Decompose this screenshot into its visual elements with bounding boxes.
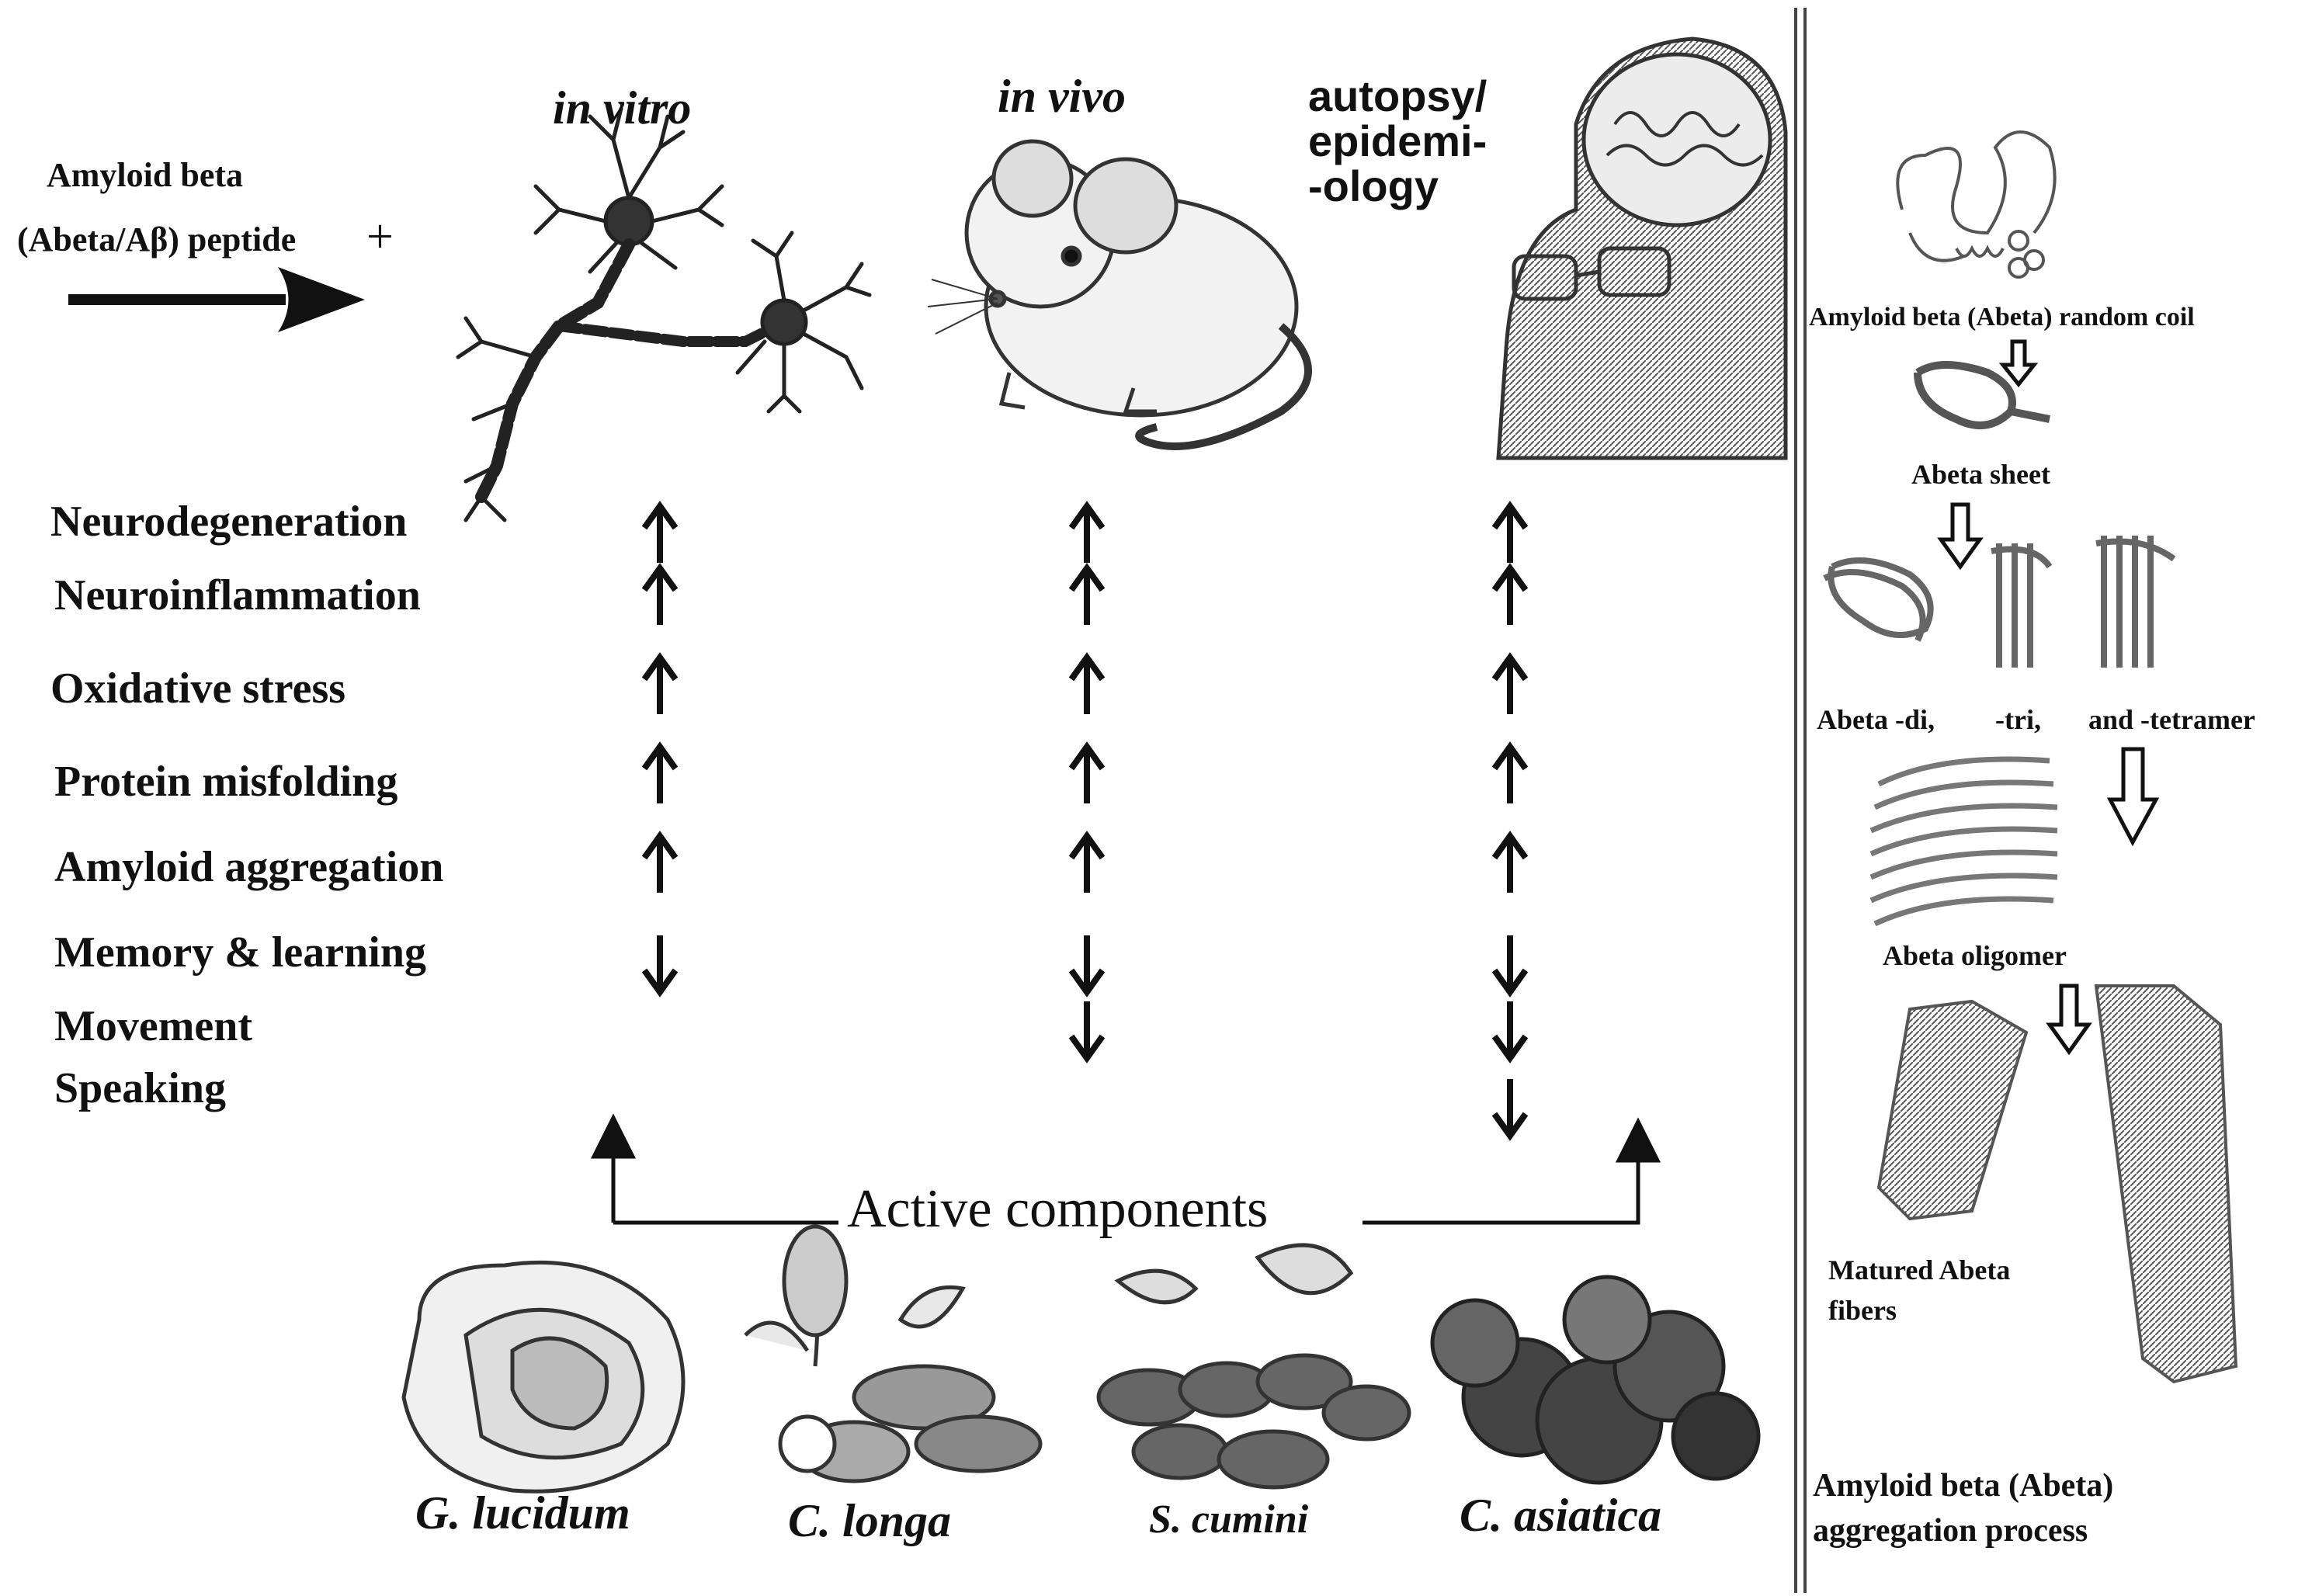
effect-label: Movement xyxy=(54,1001,252,1051)
label-abeta-sheet: Abeta sheet xyxy=(1911,458,2050,491)
effect-arrow-up xyxy=(1071,747,1102,803)
fibers-line1: Matured Abeta xyxy=(1828,1250,2010,1290)
effect-arrow-up xyxy=(644,836,675,893)
effect-arrow-up xyxy=(1494,657,1526,714)
effect-arrow-up xyxy=(1494,836,1526,893)
plant-name-s-cumini: S. cumini xyxy=(1149,1497,1308,1542)
label-matured-fibers: Matured Abeta fibers xyxy=(1828,1250,2010,1331)
effect-label: Neurodegeneration xyxy=(50,497,407,546)
effect-arrow-up xyxy=(1494,568,1526,625)
aggregation-title-line1: Amyloid beta (Abeta) xyxy=(1813,1463,2113,1508)
effect-arrow-up xyxy=(1494,747,1526,803)
effect-arrow-down xyxy=(1071,935,1102,992)
effect-arrow-down xyxy=(1071,1001,1102,1058)
autopsy-line3: -ology xyxy=(1308,164,1487,209)
abeta-oligomer-structure xyxy=(1871,759,2057,924)
label-random-coil: Amyloid beta (Abeta) random coil xyxy=(1809,303,2195,332)
effect-arrows xyxy=(644,506,1526,1136)
aggregation-title: Amyloid beta (Abeta) aggregation process xyxy=(1813,1463,2113,1553)
effect-label: Memory & learning xyxy=(54,928,426,977)
model-in-vitro: in vitro xyxy=(553,82,691,135)
effect-label: Protein misfolding xyxy=(54,757,397,807)
panel-divider xyxy=(1796,8,1805,1593)
effect-arrow-down xyxy=(644,935,675,992)
model-in-vivo: in vivo xyxy=(998,70,1126,123)
effect-arrow-down xyxy=(1494,1079,1526,1136)
input-arrow xyxy=(68,267,365,332)
plant-name-g-lucidum: G. lucidum xyxy=(415,1487,630,1540)
plant-name-c-longa: C. longa xyxy=(788,1494,951,1548)
turmeric-icon xyxy=(745,1226,1040,1481)
random-coil-structure xyxy=(1897,132,2054,277)
effect-arrow-down xyxy=(1494,935,1526,992)
plant-name-c-asiatica: C. asiatica xyxy=(1460,1489,1661,1542)
effect-arrow-up xyxy=(1071,836,1102,893)
mouse-icon xyxy=(928,141,1308,446)
jamun-icon xyxy=(1099,1245,1409,1487)
abeta-multimer-structures xyxy=(1824,536,2174,668)
input-label-line2: (Abeta/Aβ) peptide xyxy=(17,220,296,259)
effect-arrow-up xyxy=(1071,657,1102,714)
elderly-person-icon xyxy=(1498,39,1786,458)
neuron-icon xyxy=(458,109,870,520)
effect-arrow-up xyxy=(644,657,675,714)
fibers-line2: fibers xyxy=(1828,1290,2010,1331)
mushroom-icon xyxy=(404,1262,683,1491)
gotu-kola-icon xyxy=(1432,1277,1758,1483)
effect-label: Oxidative stress xyxy=(50,664,345,713)
effect-arrow-up xyxy=(644,747,675,803)
effect-label: Speaking xyxy=(54,1063,226,1113)
effect-arrow-up xyxy=(1494,506,1526,563)
active-components-label: Active components xyxy=(842,1178,1272,1240)
label-abeta-tri: -tri, xyxy=(1995,703,2041,736)
effect-arrow-down xyxy=(1494,1001,1526,1058)
label-abeta-di: Abeta -di, xyxy=(1817,703,1935,736)
effect-arrow-up xyxy=(1071,568,1102,625)
autopsy-line1: autopsy/ xyxy=(1308,74,1487,119)
effect-label: Neuroinflammation xyxy=(54,571,421,620)
model-autopsy: autopsy/ epidemi- -ology xyxy=(1308,74,1487,209)
label-abeta-tetra: and -tetramer xyxy=(2088,703,2255,736)
aggregation-title-line2: aggregation process xyxy=(1813,1508,2113,1553)
effect-arrow-up xyxy=(644,506,675,563)
abeta-sheet-structure xyxy=(1918,365,2050,425)
autopsy-line2: epidemi- xyxy=(1308,119,1487,164)
effect-label: Amyloid aggregation xyxy=(54,842,443,892)
label-abeta-oligomer: Abeta oligomer xyxy=(1883,939,2067,972)
effect-arrow-up xyxy=(644,568,675,625)
plus-sign: + xyxy=(366,210,394,265)
input-label-line1: Amyloid beta xyxy=(47,155,243,195)
effect-arrow-up xyxy=(1071,506,1102,563)
